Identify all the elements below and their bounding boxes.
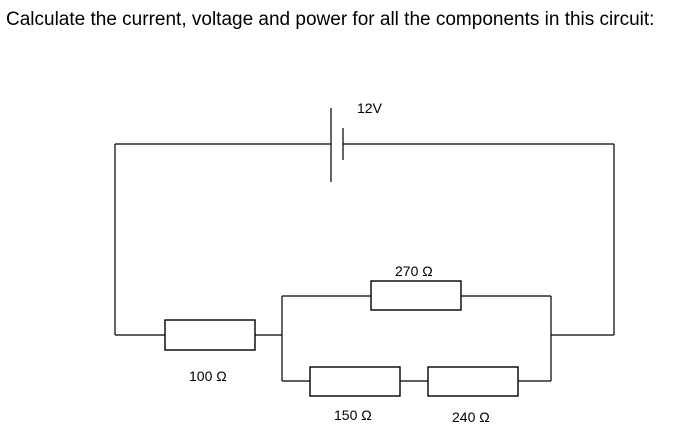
resistor-270: 270 Ω: [370, 263, 462, 311]
resistor-270-body: [370, 280, 462, 311]
resistor-150-body: [309, 366, 401, 397]
resistor-150: 150 Ω: [309, 366, 401, 423]
resistor-150-label: 150 Ω: [334, 407, 372, 423]
resistor-100: 100 Ω: [164, 319, 256, 384]
resistor-240-body: [427, 366, 519, 397]
resistor-100-body: [164, 319, 256, 351]
question-text: Calculate the current, voltage and power…: [6, 9, 655, 30]
wires: [114, 143, 615, 382]
resistor-100-label: 100 Ω: [189, 368, 227, 384]
resistor-270-label: 270 Ω: [395, 263, 433, 279]
resistor-240-label: 240 Ω: [452, 409, 490, 425]
battery-label: 12V: [357, 100, 383, 116]
resistor-240: 240 Ω: [427, 366, 519, 425]
battery-cell: 12V: [330, 100, 383, 182]
